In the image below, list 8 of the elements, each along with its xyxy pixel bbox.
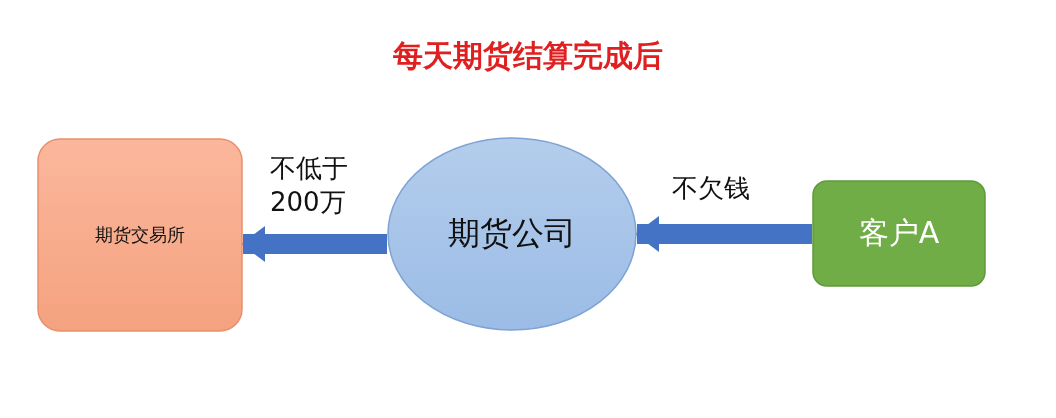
node-label: 期货交易所 <box>95 223 185 247</box>
exchange-box <box>37 138 243 332</box>
node-label: 期货公司 <box>448 213 576 254</box>
client-box <box>812 180 986 287</box>
company-ellipse <box>387 137 637 331</box>
title: 每天期货结算完成后 <box>392 37 664 75</box>
node-label: 客户A <box>858 214 940 252</box>
block-arrow <box>635 216 812 252</box>
